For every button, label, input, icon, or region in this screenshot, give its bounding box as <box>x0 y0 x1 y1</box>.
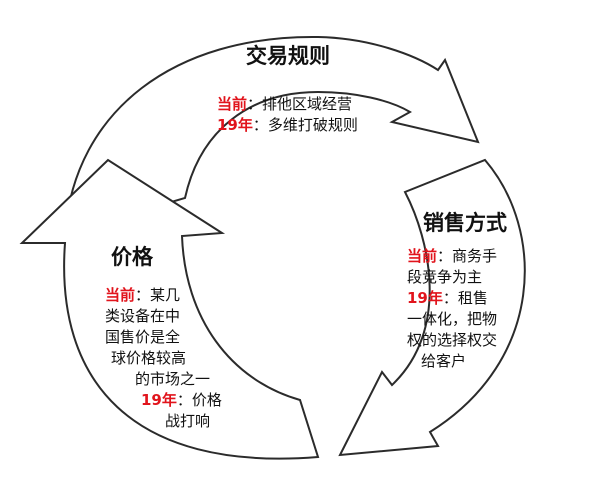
trade-rules-year-label: 19年 <box>217 116 253 134</box>
price-year-line-2: 战打响 <box>165 412 211 430</box>
price-current-line-5: 的市场之一 <box>135 370 211 388</box>
price-arrow <box>19 158 320 460</box>
sales-current-line-2: 段竞争为主 <box>407 268 483 286</box>
trade-rules-arrow <box>63 35 480 235</box>
price-current-line-2: 类设备在中 <box>105 307 181 325</box>
sales-current-line-1: ：商务手 <box>437 247 498 265</box>
sales-current-label: 当前 <box>407 247 438 265</box>
trade-rules-current-label: 当前 <box>217 95 248 113</box>
sales-method-text: 当前：商务手 段竞争为主 19年：租售 一体化，把物 权的选择权交 给客户 <box>407 246 497 372</box>
price-year-label: 19年 <box>141 391 177 409</box>
sales-year-line-4: 给客户 <box>421 352 467 370</box>
sales-year-label: 19年 <box>407 289 443 307</box>
sales-year-line-2: 一体化，把物 <box>407 310 498 328</box>
price-current-line-3: 国售价是全 <box>105 328 181 346</box>
price-current-label: 当前 <box>105 286 136 304</box>
sales-method-title: 销售方式 <box>423 211 507 235</box>
trade-rules-current-text: ：排他区域经营 <box>247 95 353 113</box>
price-current-line-4: 球价格较高 <box>111 349 187 367</box>
sales-year-line-3: 权的选择权交 <box>407 331 498 349</box>
trade-rules-text: 当前：排他区域经营 19年：多维打破规则 <box>217 94 358 136</box>
sales-year-line-1: ：租售 <box>442 289 488 307</box>
trade-rules-year-text: ：多维打破规则 <box>252 116 358 134</box>
price-current-line-1: ：某几 <box>135 286 181 304</box>
price-title: 价格 <box>111 245 153 269</box>
price-year-line-1: ：价格 <box>176 391 222 409</box>
sales-method-arrow <box>338 158 526 457</box>
price-text: 当前：某几 类设备在中 国售价是全 球价格较高 的市场之一 19年：价格 战打响 <box>105 285 222 432</box>
trade-rules-title: 交易规则 <box>246 44 330 68</box>
